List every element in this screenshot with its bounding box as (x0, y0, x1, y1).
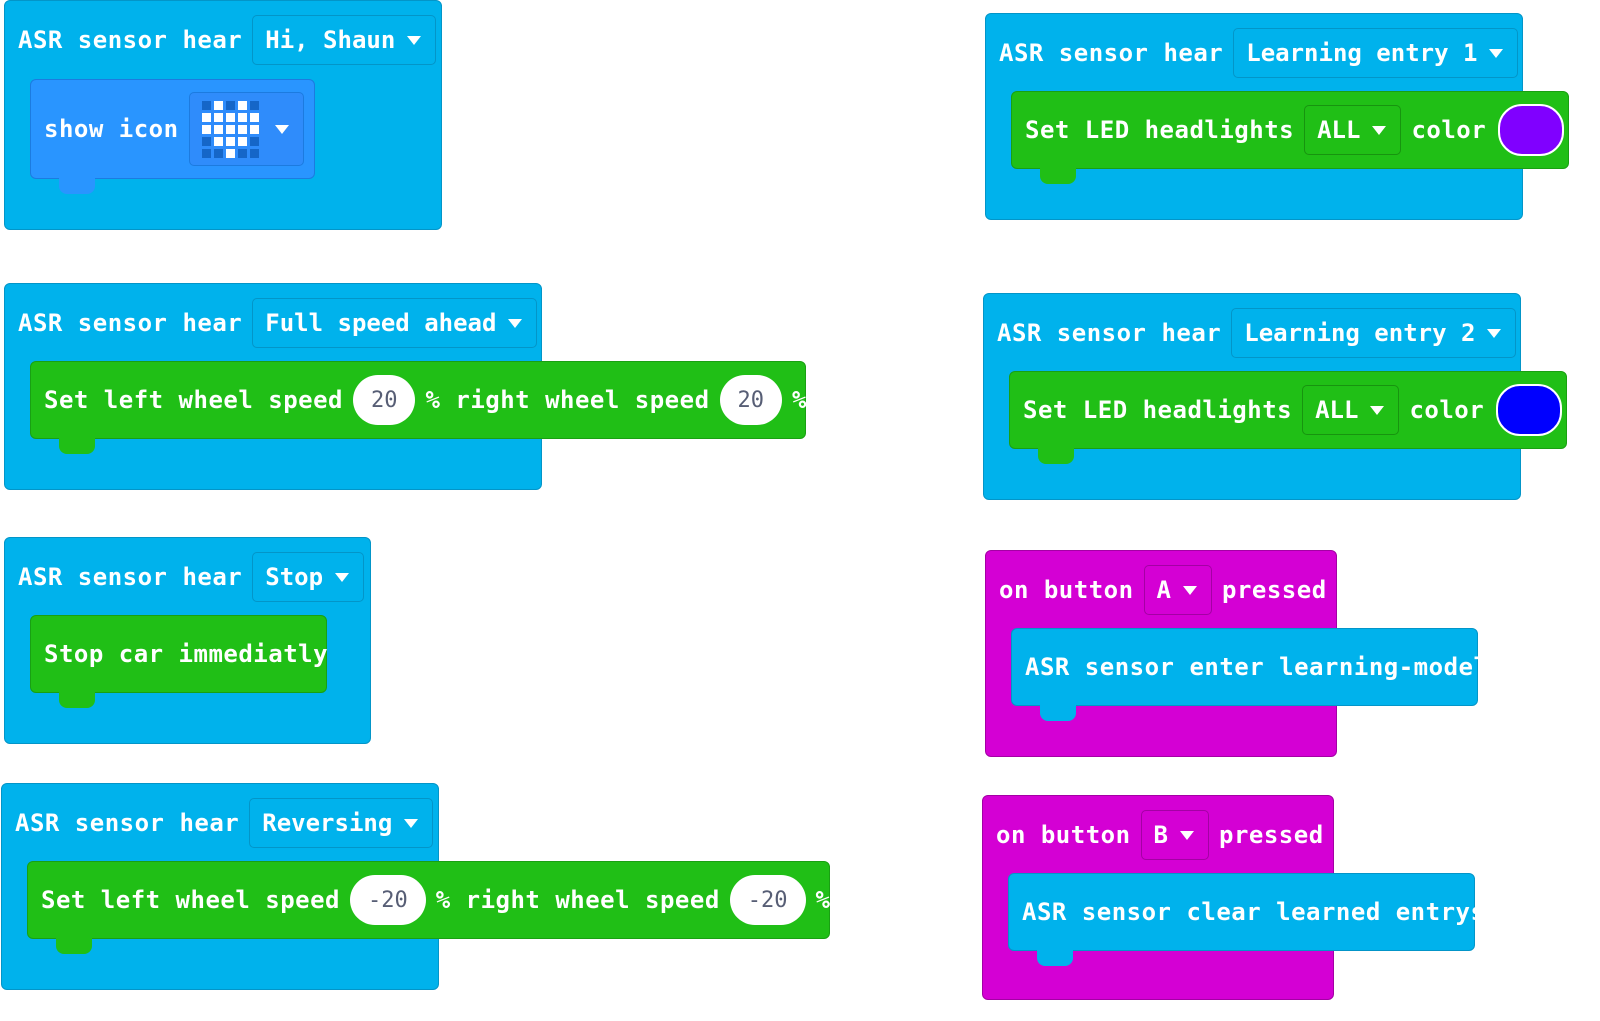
asr-hear-hi-shaun-block[interactable]: ASR sensor hear Hi, Shaun show icon (4, 0, 442, 230)
set-led-headlights-block[interactable]: Set LED headlights ALL color (1009, 371, 1567, 464)
phrase-dropdown[interactable]: Hi, Shaun (252, 15, 437, 65)
set-led-headlights-block[interactable]: Set LED headlights ALL color (1011, 91, 1569, 184)
caret-down-icon (1370, 405, 1385, 415)
headlight-select-dropdown[interactable]: ALL (1302, 385, 1400, 435)
asr-hear-full-speed-block[interactable]: ASR sensor hear Full speed ahead Set lef… (4, 283, 806, 490)
hat-label: ASR sensor hear (997, 319, 1222, 347)
on-button-label: on button (999, 576, 1134, 604)
asr-enter-learning-label: ASR sensor enter learning-model (1025, 653, 1489, 681)
show-icon-block[interactable]: show icon (30, 79, 315, 194)
pressed-label: pressed (1219, 821, 1324, 849)
hat-header: ASR sensor hear Stop (18, 552, 374, 602)
hat-label: ASR sensor hear (999, 39, 1224, 67)
phrase-dropdown-value: Hi, Shaun (265, 26, 396, 54)
percent-label: % (815, 886, 831, 914)
phrase-dropdown[interactable]: Stop (252, 552, 365, 602)
pressed-label: pressed (1222, 576, 1327, 604)
set-wheel-speed-block[interactable]: Set left wheel speed -20 % right wheel s… (27, 861, 831, 954)
caret-down-icon (407, 35, 422, 45)
led-headlights-label: Set LED headlights (1025, 116, 1295, 144)
asr-hear-learning-entry-1-block[interactable]: ASR sensor hear Learning entry 1 Set LED… (985, 13, 1569, 220)
caret-down-icon (508, 318, 523, 328)
caret-down-icon (274, 124, 289, 134)
left-wheel-label: Set left wheel speed (41, 886, 340, 914)
asr-clear-learned-label: ASR sensor clear learned entrys (1022, 898, 1486, 926)
button-select-value: A (1156, 576, 1171, 604)
hat-header: on button B pressed (996, 810, 1324, 860)
on-button-a-pressed-block[interactable]: on button A pressed ASR sensor enter lea… (985, 550, 1488, 757)
asr-clear-learned-block[interactable]: ASR sensor clear learned entrys (1008, 873, 1485, 966)
headlight-select-dropdown[interactable]: ALL (1304, 105, 1402, 155)
color-label: color (1411, 116, 1487, 144)
hat-header: on button A pressed (999, 565, 1327, 615)
button-select-dropdown[interactable]: A (1143, 565, 1212, 615)
color-picker-swatch[interactable] (1498, 104, 1565, 156)
on-button-b-pressed-block[interactable]: on button B pressed ASR sensor clear lea… (982, 795, 1485, 1000)
caret-down-icon (1489, 48, 1504, 58)
heart-icon (201, 100, 259, 158)
hat-header: ASR sensor hear Learning entry 2 (997, 308, 1526, 358)
button-select-dropdown[interactable]: B (1140, 810, 1209, 860)
hat-header: ASR sensor hear Hi, Shaun (18, 15, 446, 65)
phrase-dropdown[interactable]: Full speed ahead (252, 298, 538, 348)
caret-down-icon (1487, 328, 1502, 338)
right-wheel-label: % right wheel speed (425, 386, 710, 414)
phrase-dropdown[interactable]: Learning entry 1 (1233, 28, 1519, 78)
left-speed-input[interactable]: 20 (352, 375, 416, 425)
on-button-label: on button (996, 821, 1131, 849)
show-icon-label: show icon (44, 115, 179, 143)
hat-label: ASR sensor hear (18, 563, 243, 591)
phrase-dropdown-value: Learning entry 1 (1246, 39, 1478, 67)
asr-enter-learning-block[interactable]: ASR sensor enter learning-model (1011, 628, 1488, 721)
phrase-dropdown-value: Full speed ahead (265, 309, 497, 337)
phrase-dropdown[interactable]: Reversing (249, 798, 434, 848)
left-speed-input[interactable]: -20 (349, 875, 426, 925)
hat-label: ASR sensor hear (15, 809, 240, 837)
button-select-value: B (1153, 821, 1168, 849)
phrase-dropdown-value: Stop (265, 563, 324, 591)
caret-down-icon (404, 818, 419, 828)
hat-label: ASR sensor hear (18, 26, 243, 54)
hat-header: ASR sensor hear Reversing (15, 798, 443, 848)
asr-hear-stop-block[interactable]: ASR sensor hear Stop Stop car immediatly (4, 537, 371, 744)
hat-label: ASR sensor hear (18, 309, 243, 337)
set-wheel-speed-block[interactable]: Set left wheel speed 20 % right wheel sp… (30, 361, 807, 454)
asr-hear-reversing-block[interactable]: ASR sensor hear Reversing Set left wheel… (1, 783, 830, 990)
phrase-dropdown[interactable]: Learning entry 2 (1231, 308, 1517, 358)
caret-down-icon (1183, 585, 1197, 595)
caret-down-icon (335, 572, 350, 582)
caret-down-icon (1180, 830, 1194, 840)
percent-label: % (792, 386, 807, 414)
color-picker-swatch[interactable] (1496, 384, 1563, 436)
left-wheel-label: Set left wheel speed (44, 386, 343, 414)
right-wheel-label: % right wheel speed (435, 886, 720, 914)
hat-header: ASR sensor hear Learning entry 1 (999, 28, 1528, 78)
headlight-select-value: ALL (1315, 396, 1359, 424)
right-speed-input[interactable]: -20 (729, 875, 806, 925)
phrase-dropdown-value: Reversing (262, 809, 393, 837)
phrase-dropdown-value: Learning entry 2 (1244, 319, 1476, 347)
icon-dropdown[interactable] (188, 92, 304, 166)
led-headlights-label: Set LED headlights (1023, 396, 1293, 424)
headlight-select-value: ALL (1317, 116, 1361, 144)
stop-car-block[interactable]: Stop car immediatly (30, 615, 329, 708)
stop-car-label: Stop car immediatly (44, 640, 329, 668)
hat-header: ASR sensor hear Full speed ahead (18, 298, 547, 348)
right-speed-input[interactable]: 20 (719, 375, 783, 425)
caret-down-icon (1372, 125, 1387, 135)
color-label: color (1409, 396, 1485, 424)
asr-hear-learning-entry-2-block[interactable]: ASR sensor hear Learning entry 2 Set LED… (983, 293, 1567, 500)
